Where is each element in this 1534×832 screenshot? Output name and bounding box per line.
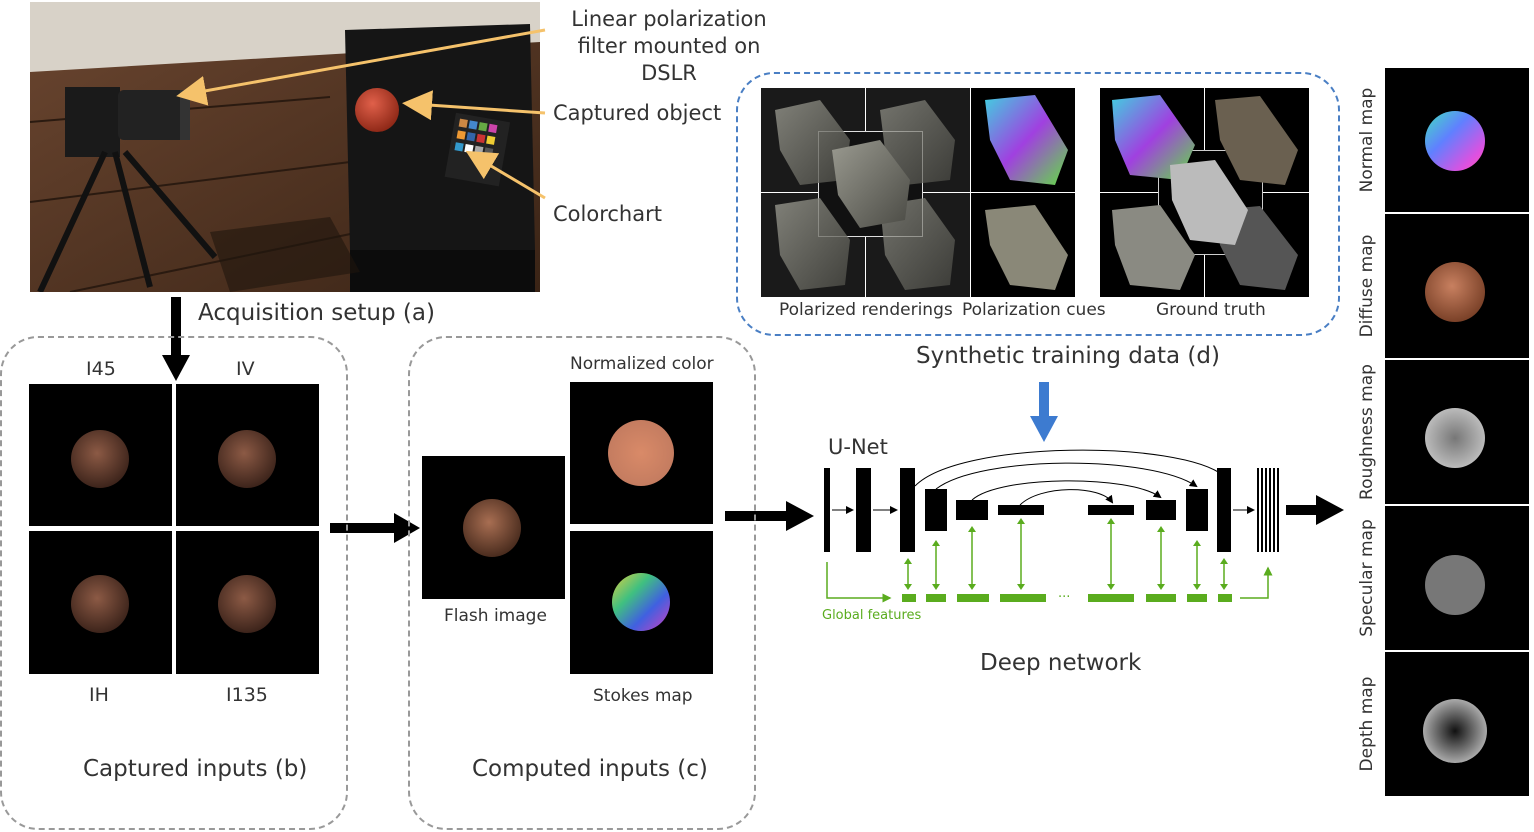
label-normal-map: Normal map — [1357, 87, 1377, 193]
label-normalized-color: Normalized color — [570, 354, 714, 374]
synthetic-panel — [736, 72, 1340, 336]
label-i45: I45 — [86, 358, 116, 380]
network-caption: Deep network — [980, 650, 1142, 676]
callout-arrow-chart — [465, 150, 546, 200]
acquisition-caption: Acquisition setup (a) — [198, 300, 435, 326]
captured-panel — [0, 336, 348, 830]
ellipsis: ... — [1058, 586, 1071, 601]
unet-label: U-Net — [828, 435, 888, 459]
label-ih: IH — [89, 684, 109, 706]
callout-colorchart: Colorchart — [553, 202, 662, 226]
label-i135: I135 — [226, 684, 268, 706]
acquisition-scene — [30, 2, 540, 292]
callout-object: Captured object — [553, 101, 722, 125]
label-iv: IV — [236, 358, 255, 380]
label-diffuse-map: Diffuse map — [1357, 234, 1377, 338]
synthetic-caption: Synthetic training data (d) — [916, 343, 1220, 369]
label-stokes-map: Stokes map — [593, 686, 693, 706]
label-depth-map: Depth map — [1357, 676, 1377, 772]
label-flash-image: Flash image — [444, 606, 547, 626]
callout-arrow-filter — [176, 28, 546, 106]
acquisition-photo — [30, 2, 540, 292]
label-ground-truth: Ground truth — [1156, 300, 1266, 320]
unet-blocks — [824, 468, 1279, 552]
callout-arrow-object — [402, 90, 546, 121]
label-roughness-map: Roughness map — [1357, 364, 1377, 500]
computed-panel — [408, 336, 756, 830]
label-polarized-renderings: Polarized renderings — [779, 300, 953, 320]
global-features — [826, 518, 1273, 603]
callout-filter: Linear polarization filter mounted on DS… — [571, 7, 767, 85]
label-polarization-cues: Polarization cues — [962, 300, 1106, 320]
computed-caption: Computed inputs (c) — [472, 756, 708, 782]
global-features-label: Global features — [822, 608, 922, 623]
captured-caption: Captured inputs (b) — [83, 756, 308, 782]
label-specular-map: Specular map — [1357, 519, 1377, 637]
